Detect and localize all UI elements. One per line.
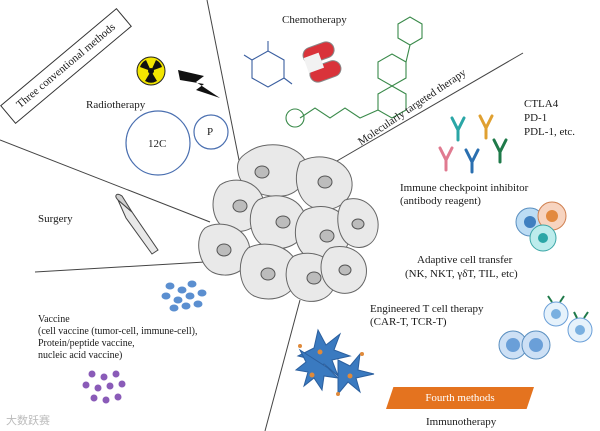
vaccine-line1: Vaccine <box>38 314 70 325</box>
immune-cell-icon <box>515 201 567 252</box>
chemo-molecule-icon <box>243 41 293 88</box>
scalpel-icon <box>115 193 159 255</box>
radiotherapy-label: Radiotherapy <box>86 99 146 111</box>
vaccine-line4: nucleic acid vaccine) <box>38 350 123 361</box>
checkpoint-inhibitor-line2: (antibody reagent) <box>400 195 481 207</box>
radiation-icon <box>136 56 166 86</box>
vaccine-line2: (cell vaccine (tumor-cell, immune-cell), <box>38 326 198 337</box>
checkpoint-target-2: PD-1 <box>524 112 548 124</box>
proton-label: P <box>207 126 214 138</box>
adaptive-transfer-line2: (NK, NKT, γδT, TIL, etc) <box>405 268 518 280</box>
surgery-label: Surgery <box>38 213 73 225</box>
watermark: 大数跃赛 <box>6 414 50 427</box>
engineered-tcell-line1: Engineered T cell therapy <box>370 303 484 315</box>
lightning-icon <box>178 70 220 98</box>
antibody-icon <box>438 114 508 174</box>
vaccine-blue-dots <box>161 280 207 312</box>
carbon-ion-circle <box>125 110 191 176</box>
tumor-cluster <box>198 144 379 302</box>
immunotherapy-label: Immunotherapy <box>426 416 497 428</box>
chemotherapy-label: Chemotherapy <box>282 14 347 26</box>
fourth-methods-banner: Fourth methods <box>386 387 534 409</box>
checkpoint-inhibitor-line1: Immune checkpoint inhibitor <box>400 182 529 194</box>
pill-icon <box>302 41 342 83</box>
checkpoint-target-3: PDL-1, etc. <box>524 126 576 138</box>
carbon-label: 12C <box>148 138 167 150</box>
engineered-tcell-icon <box>498 295 593 360</box>
divider-lines <box>0 0 524 431</box>
engineered-tcell-line2: (CAR-T, TCR-T) <box>370 316 447 328</box>
vaccine-purple-dots <box>82 370 126 404</box>
adaptive-transfer-line1: Adaptive cell transfer <box>417 254 513 266</box>
vaccine-line3: Protein/peptide vaccine, <box>38 338 135 349</box>
dendritic-cell-icon <box>294 328 375 396</box>
fourth-methods-label: Fourth methods <box>425 392 495 404</box>
proton-circle <box>193 114 229 150</box>
checkpoint-target-1: CTLA4 <box>524 98 559 110</box>
targeted-molecule-icon <box>285 16 423 128</box>
